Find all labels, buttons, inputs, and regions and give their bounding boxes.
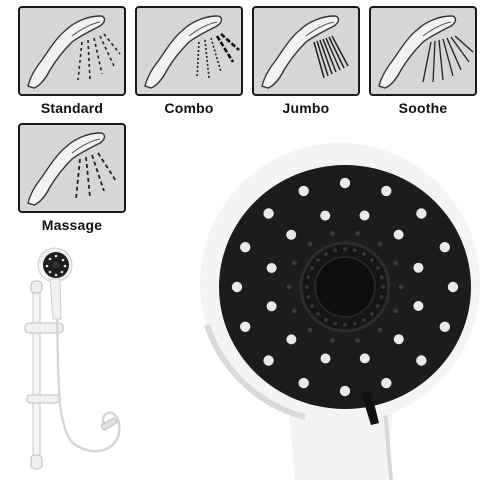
spray-nozzle [286,284,292,290]
spray-nozzle [353,321,357,326]
spray-nozzle [393,260,398,266]
spray-nozzle [416,208,427,219]
spray-nozzle [355,231,360,236]
spray-nozzle [377,241,383,247]
outer-nozzles [231,177,459,397]
mode-label: Soothe [398,100,448,116]
spray-nozzle [263,355,274,366]
spray-nozzle [370,312,374,316]
spray-nozzle [292,308,297,314]
soothe-spray-icon [378,15,474,89]
spray-nozzle [324,252,328,256]
spray-nozzle [292,260,297,266]
spray-nozzle [310,266,314,270]
spray-nozzle [316,258,320,262]
spray-nozzle [306,275,311,279]
spray-nozzle [379,275,384,279]
spray-nozzle [393,229,404,240]
spray-nozzle [307,327,313,333]
spray-nozzle [379,295,384,299]
spray-nozzle [359,210,370,221]
spray-nozzle [306,295,311,299]
spray-nozzle [240,321,251,332]
mode-selector-lever [361,391,379,425]
spray-nozzle [359,353,370,364]
spray-nozzle [416,355,427,366]
spray-nozzle [320,210,331,221]
spray-nozzle [413,301,424,311]
spray-nozzle [370,258,374,262]
mode-label: Combo [164,100,214,116]
spray-nozzle [330,338,335,343]
mode-card-combo: Combo [135,6,243,116]
mode-label: Massage [41,217,103,233]
spray-nozzle [339,177,351,189]
shower-head-image [200,143,480,480]
spray-nozzle [266,263,277,273]
spray-nozzle [439,242,450,253]
mode-card-soothe: Soothe [369,6,477,116]
spray-nozzle [413,262,424,273]
massage-spray-icon [27,132,117,206]
shower-kit-image [24,247,121,470]
spray-nozzle [381,285,385,289]
spray-nozzle [439,321,450,332]
spray-nozzle [381,185,392,197]
spray-nozzle [324,318,328,322]
spray-nozzle [333,248,337,253]
spray-nozzle [447,281,459,293]
mode-swatch [252,6,360,96]
spray-nozzle [362,318,366,322]
spray-nozzle [263,208,274,219]
spray-nozzle [286,334,297,345]
spray-nozzle [377,327,383,333]
spray-nozzle [398,284,404,290]
spray-nozzle [393,308,398,314]
spray-nozzle [310,304,314,308]
spray-nozzle [240,242,251,253]
spray-nozzle [305,285,309,289]
mode-card-standard: Standard [18,6,126,116]
spray-nozzle [355,338,360,343]
spray-nozzle [298,377,309,389]
spray-nozzle [266,301,277,312]
spray-nozzle [286,229,297,240]
mode-card-massage: Massage [18,123,126,233]
standard-spray-icon [27,15,121,89]
combo-spray-icon [144,15,240,89]
spray-nozzle [343,247,347,251]
spray-nozzle [316,312,320,316]
spray-nozzle [330,231,335,236]
spray-nozzle [339,385,351,397]
spray-nozzle [376,304,380,308]
spray-nozzle [362,252,366,256]
spray-nozzle [320,353,331,364]
spray-nozzle [298,185,309,197]
mode-card-jumbo: Jumbo [252,6,360,116]
spray-nozzle [333,321,337,326]
spray-nozzle [307,241,313,247]
spray-nozzle [393,334,404,345]
inner-nozzle-ring [286,231,404,343]
spray-nozzle [353,248,357,253]
jumbo-spray-icon [261,15,349,89]
spray-nozzle [343,323,347,327]
spray-nozzle [376,266,380,270]
mode-label: Jumbo [282,100,330,116]
spray-nozzle [231,281,243,293]
mode-label: Standard [40,100,104,116]
spray-nozzle [381,377,392,389]
